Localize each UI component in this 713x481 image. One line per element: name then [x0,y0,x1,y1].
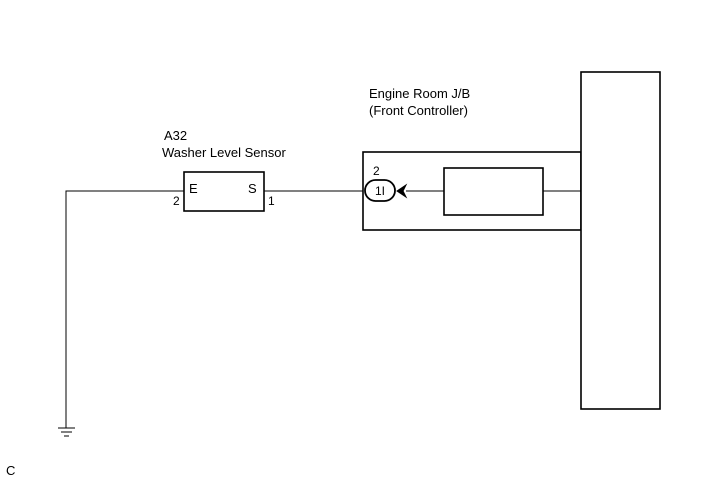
sensor-code: A32 [164,128,187,143]
corner-mark: C [6,463,15,478]
sensor-name: Washer Level Sensor [162,145,286,160]
sensor-pin-s-label: S [248,181,257,196]
terminal-arrow-icon [396,183,408,199]
sensor-pin-e-number: 2 [173,194,180,208]
connector-pin-number: 2 [373,164,380,178]
washer-level-sensor-box [183,171,265,212]
ground-symbol-icon [58,427,75,437]
junction-block-title-line1: Engine Room J/B [369,86,470,101]
connector-oval [364,179,396,202]
internal-module-box [443,167,544,216]
sensor-pin-s-number: 1 [268,194,275,208]
junction-block-title-line2: (Front Controller) [369,103,468,118]
ground-wire [65,190,184,428]
right-component-box [580,71,661,410]
sensor-pin-e-label: E [189,181,198,196]
connector-code-label: 1I [375,184,385,198]
